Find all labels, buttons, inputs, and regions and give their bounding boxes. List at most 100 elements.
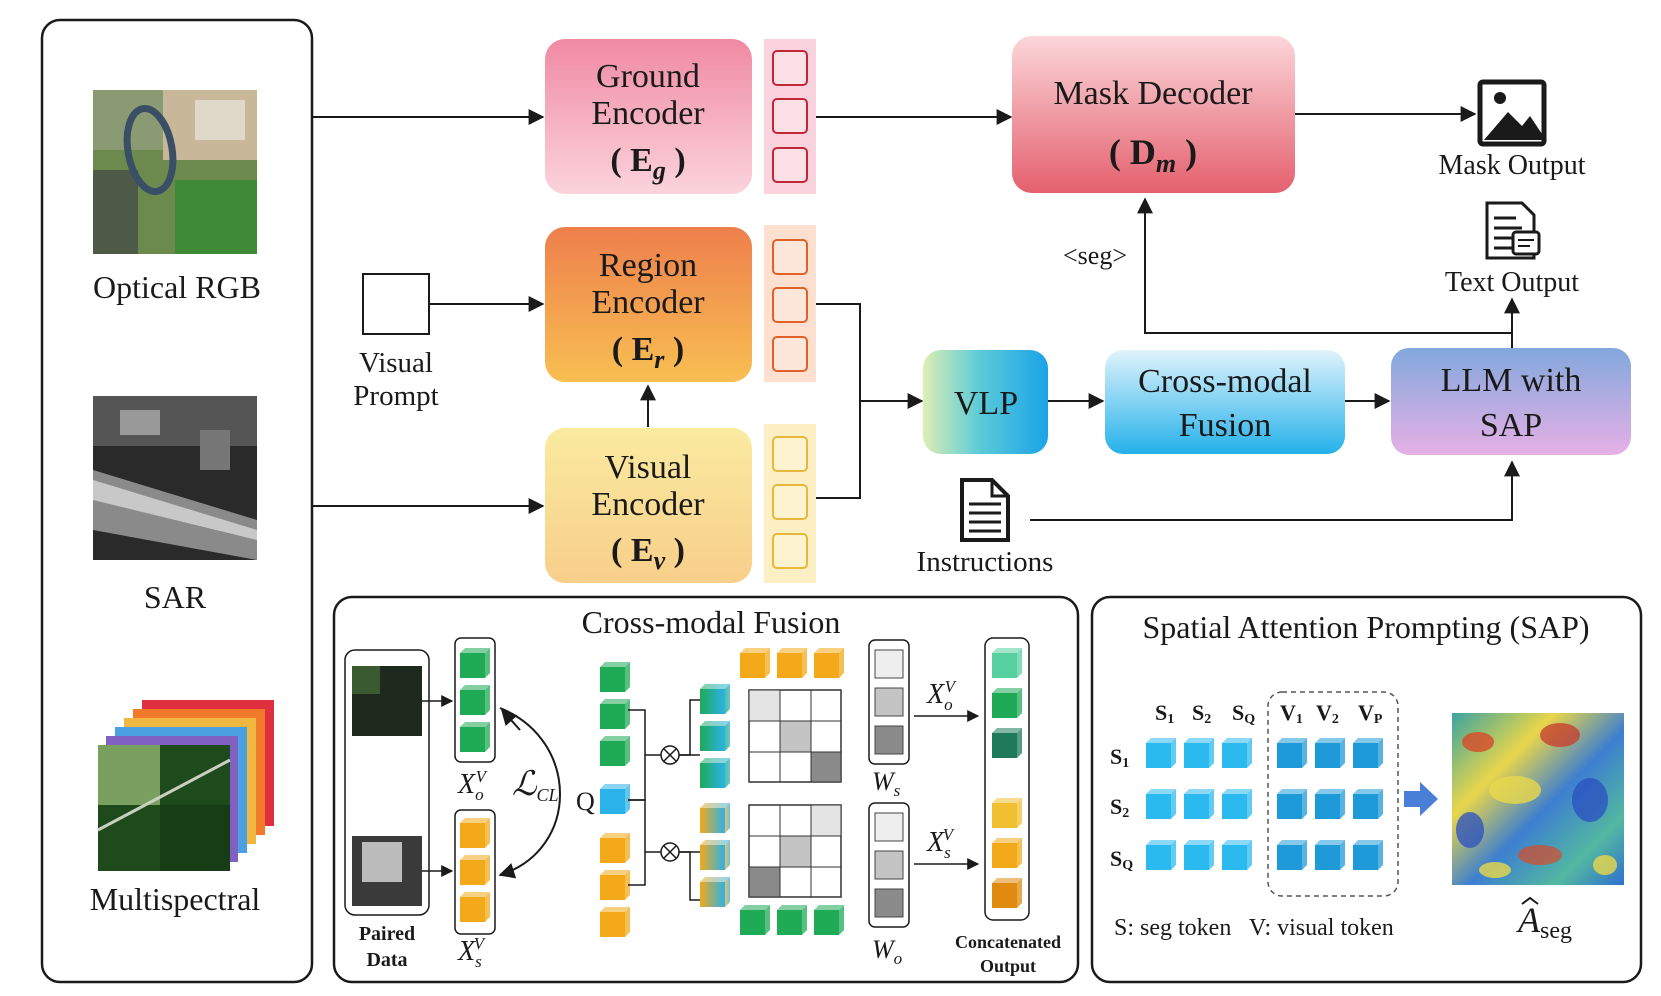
image-icon — [1477, 79, 1547, 147]
seg-token-cube — [1146, 840, 1176, 870]
col-header-sq: SQ — [1232, 700, 1255, 727]
orange-cube — [740, 648, 770, 678]
visual-token-cube — [1277, 840, 1307, 870]
multispectral-label: Multispectral — [90, 881, 261, 917]
xs-label: XsV — [457, 934, 487, 971]
sap-legend: S: seg token V: visual token — [1114, 915, 1394, 941]
paired-data-label-2: Data — [366, 949, 407, 971]
optical-rgb-label: Optical RGB — [93, 269, 261, 305]
sap-detail-panel: Spatial Attention Prompting (SAP) S1 S2 … — [1090, 595, 1643, 984]
llm-label-1: LLM with — [1441, 362, 1582, 399]
fused-cube — [700, 758, 730, 788]
green-cube — [460, 648, 490, 678]
green-cube — [814, 905, 844, 935]
query-cube — [600, 784, 630, 814]
output-cube — [992, 728, 1022, 758]
fused-cube — [700, 684, 730, 714]
attention-heatmap — [1452, 713, 1624, 885]
mask-decoder-label: Mask Decoder — [1053, 75, 1253, 112]
sar-image — [93, 396, 257, 560]
visual-token-cube — [1353, 789, 1383, 819]
cross-modal-fusion-block: Cross-modal Fusion — [1105, 350, 1345, 454]
orange-cube — [460, 855, 490, 885]
seg-token-label: <seg> — [1063, 241, 1127, 270]
visual-token-cube — [1277, 789, 1307, 819]
seg-token-cube — [1222, 840, 1252, 870]
attention-matrix-bottom — [748, 804, 842, 898]
col-header-vp: VP — [1358, 700, 1383, 727]
ground-encoder-label-1: Ground — [596, 58, 700, 95]
wo-label: Wo — [872, 935, 902, 968]
vlp-label: VLP — [954, 385, 1018, 422]
output-cube — [992, 648, 1022, 678]
output-cube — [992, 878, 1022, 908]
attention-matrix-top — [748, 689, 842, 783]
col-header-s2: S2 — [1192, 700, 1211, 727]
fused-cube — [700, 803, 730, 833]
region-encoder-symbol: ( Er ) — [612, 331, 684, 374]
visual-token-cube — [1353, 840, 1383, 870]
fused-cube — [700, 877, 730, 907]
seg-token-cube — [1184, 738, 1214, 768]
orange-cube — [814, 648, 844, 678]
ground-encoder: Ground Encoder ( Eg ) — [545, 39, 752, 194]
fused-cube — [700, 840, 730, 870]
concat-output-label-2: Output — [980, 956, 1036, 976]
region-encoder-label-1: Region — [599, 247, 697, 284]
orange-cube — [600, 907, 630, 937]
ground-token-column — [764, 39, 816, 194]
right-arrow-icon — [1404, 782, 1438, 816]
sap-panel-title: Spatial Attention Prompting (SAP) — [1142, 609, 1589, 645]
visual-token-cube — [1315, 789, 1345, 819]
visual-token-cube — [1315, 738, 1345, 768]
visual-prompt-label-1: Visual — [359, 347, 433, 379]
green-cube — [460, 685, 490, 715]
col-header-s1: S1 — [1155, 700, 1174, 727]
visual-token-group — [1267, 691, 1399, 897]
aseg-label: Aseg — [1516, 900, 1572, 944]
green-cube — [600, 699, 630, 729]
output-cube — [992, 688, 1022, 718]
paired-data-label-1: Paired — [359, 923, 415, 945]
visual-encoder-symbol: ( Ev ) — [611, 532, 685, 575]
multispectral-image — [97, 700, 274, 871]
row-header-sq: SQ — [1110, 846, 1133, 873]
green-cube — [600, 736, 630, 766]
green-cube — [460, 722, 490, 752]
seg-token-cube — [1222, 738, 1252, 768]
region-token-column — [764, 225, 816, 382]
optical-rgb-image — [93, 90, 257, 254]
visual-prompt-box — [362, 273, 430, 335]
llm-block: LLM with SAP — [1391, 348, 1631, 455]
output-cube — [992, 798, 1022, 828]
visual-prompt-label-2: Prompt — [353, 380, 438, 412]
query-label: Q — [576, 787, 595, 816]
orange-cube — [460, 818, 490, 848]
seg-token-cube — [1146, 789, 1176, 819]
contrastive-loss-label: ℒCL — [512, 766, 559, 805]
seg-token-cube — [1184, 789, 1214, 819]
fusion-label-2: Fusion — [1179, 407, 1272, 444]
orange-cube — [600, 833, 630, 863]
mask-decoder: Mask Decoder ( Dm ) — [1012, 36, 1295, 193]
visual-encoder-label-2: Encoder — [591, 486, 705, 523]
output-cube — [992, 838, 1022, 868]
fused-cube — [700, 721, 730, 751]
ground-encoder-label-2: Encoder — [591, 95, 705, 132]
green-cube — [740, 905, 770, 935]
input-panel: Optical RGB SAR Multispectral — [40, 18, 314, 984]
orange-cube — [460, 892, 490, 922]
visual-token-cube — [1277, 738, 1307, 768]
llm-label-2: SAP — [1480, 407, 1542, 444]
region-encoder: Region Encoder ( Er ) — [545, 227, 752, 382]
ws-label: Ws — [872, 767, 901, 800]
seg-token-cube — [1222, 789, 1252, 819]
visual-encoder: Visual Encoder ( Ev ) — [545, 428, 752, 583]
mask-output-label: Mask Output — [1439, 150, 1586, 181]
instructions-icon — [960, 478, 1010, 542]
orange-cube — [777, 648, 807, 678]
mask-decoder-symbol: ( Dm ) — [1109, 132, 1197, 178]
col-header-v1: V1 — [1280, 700, 1303, 727]
region-encoder-label-2: Encoder — [591, 284, 705, 321]
